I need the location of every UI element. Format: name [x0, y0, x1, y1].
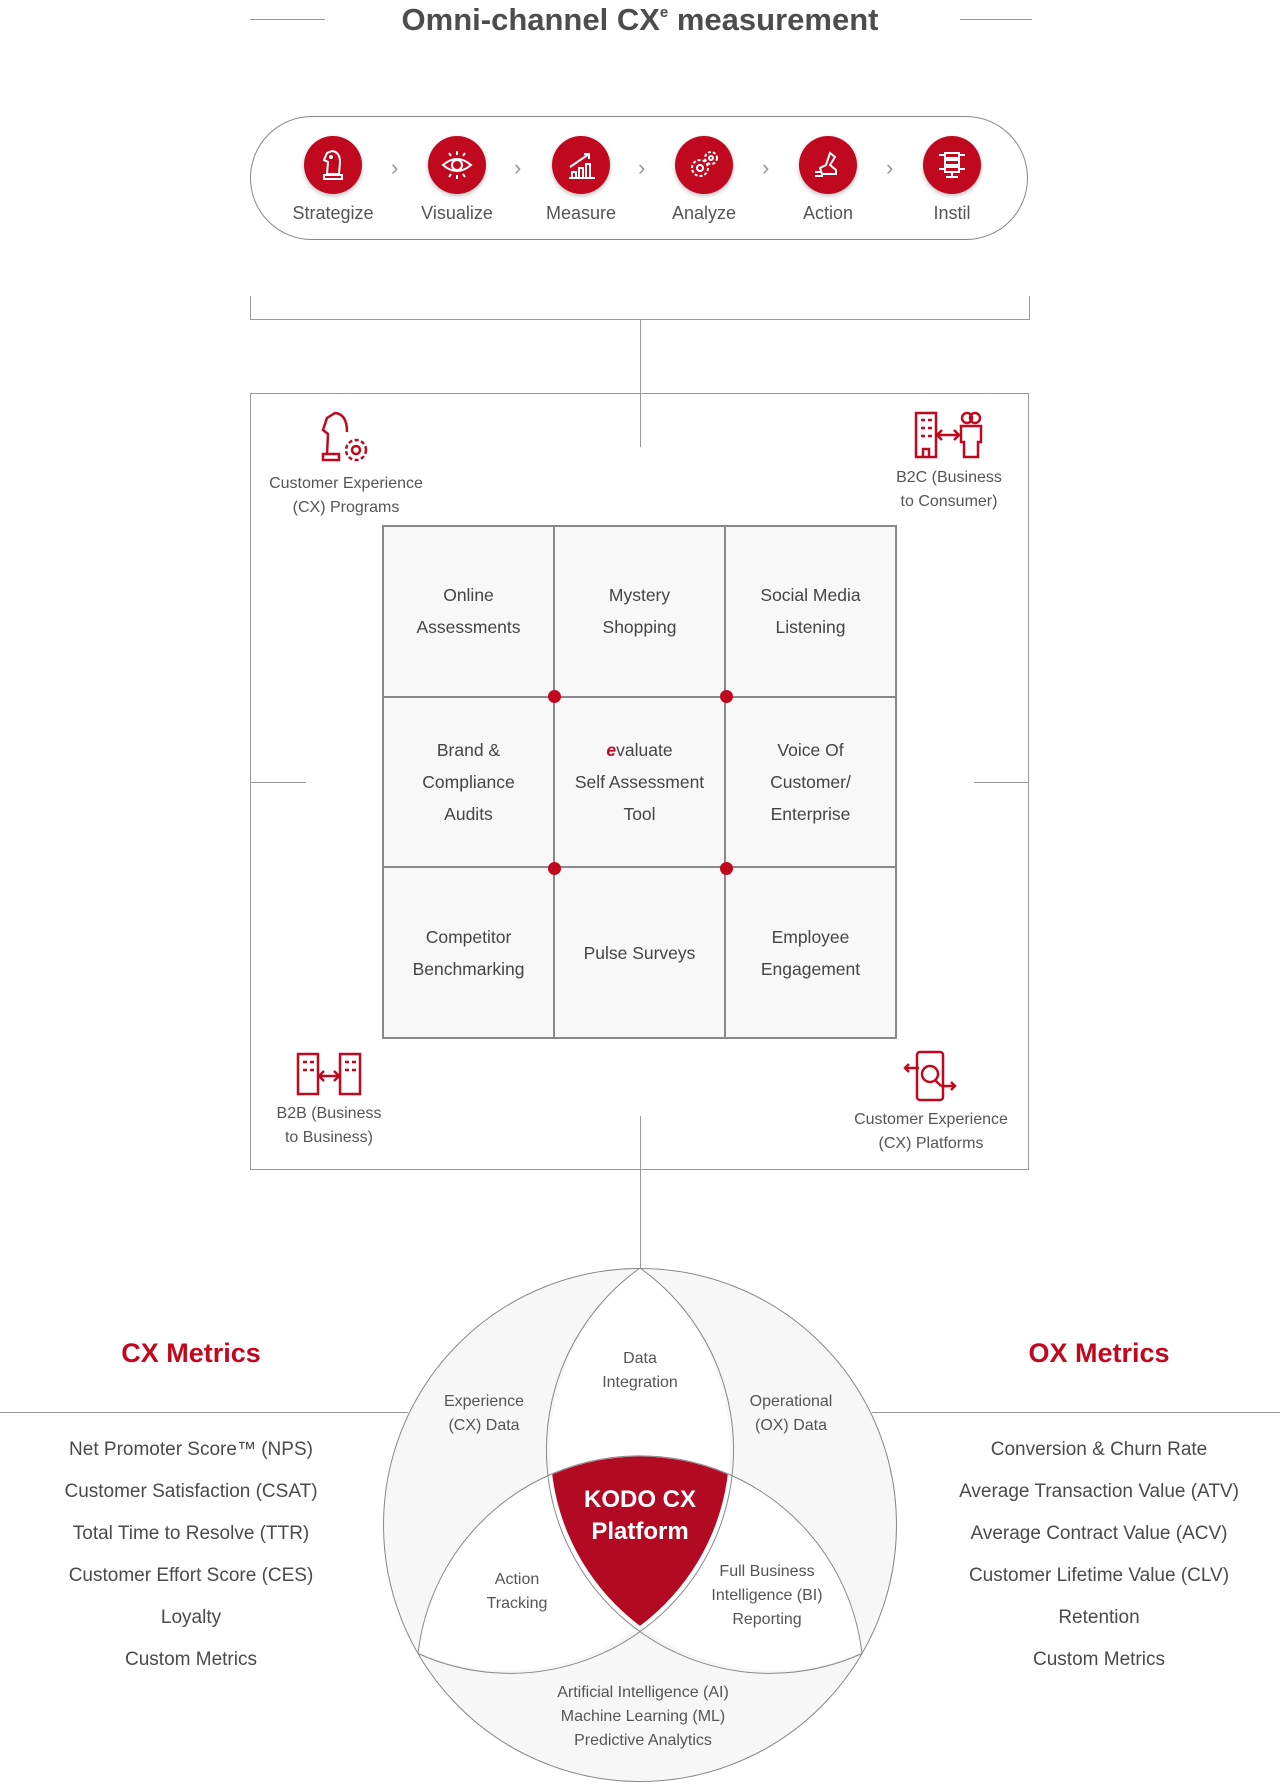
chevron-right-icon: ›: [391, 155, 399, 180]
step-instil[interactable]: Instil: [897, 136, 1007, 224]
step-analyze[interactable]: Analyze: [649, 136, 759, 224]
process-pill: [250, 116, 1028, 240]
metric-item: Average Transaction Value (ATV): [959, 1481, 1239, 1502]
server-network-icon: [923, 136, 981, 194]
ox-metrics-rule: [872, 1412, 1280, 1413]
step-visualize[interactable]: Visualize: [402, 136, 512, 224]
venn-ox-data-label: Operational(OX) Data: [749, 1393, 833, 1434]
metric-item: Customer Effort Score (CES): [68, 1565, 314, 1586]
cell-pulse-surveys[interactable]: Pulse Surveys: [554, 867, 725, 1038]
chevron-right-icon: ›: [886, 155, 894, 180]
metric-item: Conversion & Churn Rate: [990, 1439, 1208, 1460]
grid-node-dot: [719, 689, 733, 703]
bracket-left: [250, 296, 251, 319]
box-tick-right: [974, 782, 1029, 783]
metric-item: Custom Metrics: [1033, 1649, 1165, 1670]
venn-arc-bottom: [417, 1455, 863, 1654]
title-rule-right: [960, 19, 1032, 20]
gears-icon: [675, 136, 733, 194]
corner-cx-platforms: Customer Experience(CX) Platforms: [831, 1050, 1031, 1156]
metric-item: Customer Lifetime Value (CLV): [968, 1565, 1230, 1586]
bracket-right: [1029, 296, 1030, 319]
stamp-icon: [799, 136, 857, 194]
chess-knight-icon: [304, 136, 362, 194]
metric-item: Average Contract Value (ACV): [970, 1523, 1228, 1544]
chevron-right-icon: ›: [638, 155, 646, 180]
bar-chart-icon: [552, 136, 610, 194]
connector-top: [640, 319, 641, 447]
grid-node-dot: [547, 861, 561, 875]
metric-item: Retention: [1058, 1607, 1140, 1628]
chevron-right-icon: ›: [762, 155, 770, 180]
metric-item: Net Promoter Score™ (NPS): [69, 1439, 313, 1460]
step-strategize[interactable]: Strategize: [278, 136, 388, 224]
step-measure[interactable]: Measure: [526, 136, 636, 224]
grid-node-dot: [547, 689, 561, 703]
page-title: Omni-channel CXe measurement: [401, 2, 879, 37]
metric-item: Total Time to Resolve (TTR): [72, 1523, 310, 1544]
eye-icon: [428, 136, 486, 194]
venn-arc-right: [545, 1267, 863, 1674]
building-people-icon: [914, 411, 983, 459]
grid-node-dot: [719, 861, 733, 875]
cx-metrics-list: Net Promoter Score™ (NPS) Customer Satisf…: [11, 1429, 371, 1681]
programs-box: [250, 393, 1029, 1170]
cx-metrics-title: CX Metrics: [121, 1338, 261, 1368]
metric-item: Custom Metrics: [125, 1649, 257, 1670]
knight-gear-icon: [321, 411, 368, 462]
venn-ai-label: Artificial Intelligence (AI)Machine Lear…: [557, 1684, 729, 1749]
box-tick-left: [250, 782, 306, 783]
cx-metrics-rule: [0, 1412, 408, 1413]
platform-venn: [383, 1267, 897, 1782]
ox-metrics-title: OX Metrics: [1028, 1338, 1170, 1368]
corner-cx-programs: Customer Experience(CX) Programs: [246, 410, 446, 520]
buildings-icon: [296, 1052, 362, 1096]
metric-item: Customer Satisfaction (CSAT): [64, 1481, 318, 1502]
title-rule-left: [250, 19, 325, 20]
venn-cx-data-label: Experience(CX) Data: [443, 1393, 525, 1434]
connector-bottom: [640, 1116, 641, 1269]
step-action[interactable]: Action: [773, 136, 883, 224]
venn-arc-left: [417, 1267, 735, 1674]
venn-outer-ring: [383, 1268, 897, 1782]
phone-search-icon: [903, 1050, 957, 1102]
chevron-right-icon: ›: [514, 155, 522, 180]
metric-item: Loyalty: [160, 1607, 222, 1628]
